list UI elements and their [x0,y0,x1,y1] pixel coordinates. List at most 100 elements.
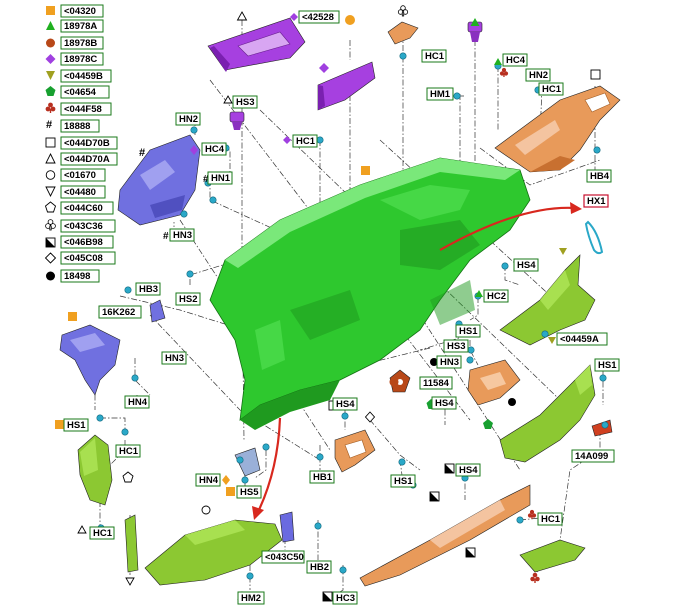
legend-code: 18978A [64,21,97,32]
olive-lower-left-panel[interactable] [144,519,283,586]
orange-right-small-bracket[interactable] [467,359,521,406]
svg-text:HC1: HC1 [93,528,113,539]
svg-text:HC2: HC2 [487,291,506,302]
blue-left-bracket[interactable] [117,134,201,226]
callout[interactable]: <043C50 [261,550,305,564]
main-dashboard-panel[interactable] [209,157,531,430]
callout[interactable]: HX1 [583,194,609,208]
club-icon [499,67,509,77]
callout[interactable]: HN3 [169,228,195,242]
callout[interactable]: HM1 [426,87,454,101]
callout[interactable]: HC1 [89,526,115,540]
callout[interactable]: <04459A [556,332,608,346]
orange-lower-trim[interactable] [359,484,531,587]
callout[interactable]: HS4 [455,463,481,477]
club-outline-icon [45,219,56,231]
svg-text:HS1: HS1 [459,326,478,337]
callout[interactable]: 16K262 [98,305,142,319]
callout[interactable]: HS2 [175,292,201,306]
callout[interactable]: HS1 [455,324,481,338]
callout[interactable]: HC2 [483,289,509,303]
diamond-icon [45,54,56,64]
callout[interactable]: HS5 [236,485,262,499]
callout[interactable]: 14A099 [571,449,615,463]
legend-item: <043C36 [45,219,116,233]
olive-left-end-panel[interactable] [77,434,113,506]
callout[interactable]: HN3 [161,351,187,365]
callout[interactable]: HC4 [201,142,227,156]
brown-part-11584[interactable] [389,369,411,393]
callout[interactable]: HN3 [436,355,462,369]
olive-vertical-strip[interactable] [124,514,139,573]
callout[interactable]: HC3 [332,591,358,605]
red-arrow-hx1 [439,202,582,251]
svg-text:HN3: HN3 [440,357,459,368]
callout[interactable]: HB4 [586,169,612,183]
grey-bracket-hn4[interactable] [234,447,261,477]
callout[interactable]: HS1 [594,358,620,372]
callout[interactable]: HC1 [537,512,563,526]
legend-code: <04480 [64,187,96,198]
callout[interactable]: HS1 [390,474,416,488]
callout[interactable]: HC1 [115,444,141,458]
blue-small-bracket[interactable] [149,299,166,323]
callout[interactable]: HB2 [306,560,332,574]
callout[interactable]: HC1 [421,49,447,63]
legend-code: <045C08 [64,253,103,264]
svg-text:HS4: HS4 [336,399,355,410]
svg-text:HN4: HN4 [199,475,219,486]
callout[interactable]: HM2 [237,591,265,605]
callout[interactable]: HS3 [232,95,258,109]
triangle-icon [475,290,483,297]
orange-circle-icon [345,15,355,25]
hx1-seal[interactable] [584,220,604,255]
legend-code: <043C36 [64,221,103,232]
orange-top-bracket[interactable] [387,21,419,45]
circle-icon [389,377,399,387]
callout[interactable]: HN2 [525,68,551,82]
callout[interactable]: <42528 [290,10,340,24]
blue-lower-bracket[interactable] [59,324,121,396]
svg-text:HB4: HB4 [590,171,610,182]
red-component-14a099[interactable] [591,419,613,437]
callout[interactable]: HS4 [431,396,457,410]
callout[interactable]: HC4 [502,53,528,67]
circle-outline-icon [45,170,56,180]
callout[interactable]: HS4 [332,397,358,411]
callout[interactable]: HN4 [124,395,150,409]
olive-right-bracket-lower[interactable] [499,364,596,463]
hash-icon: # [139,147,145,159]
svg-text:HB1: HB1 [313,472,333,483]
callout-labels: <42528 HC1 HC4 HN2 HC1 HM1 HS3 HN2 HC4 H… [63,10,620,605]
svg-text:<42528: <42528 [302,12,334,23]
callout[interactable]: HS1 [63,418,89,432]
legend-code: 18888 [64,121,90,132]
svg-text:HS3: HS3 [447,341,465,352]
legend-item: 18978B [46,36,104,50]
purple-speaker-grille[interactable] [317,61,376,111]
callout[interactable]: HB3 [135,282,161,296]
callout[interactable]: HN1 [207,171,233,185]
callout[interactable]: 11584 [419,376,453,390]
olive-low-grille[interactable] [519,539,586,573]
orange-center-bracket[interactable] [334,429,376,473]
legend-code: 18978C [64,54,97,65]
blue-clip-043c50[interactable] [279,511,295,543]
legend-item: <044D70B [45,136,118,150]
callout[interactable]: HN4 [195,473,221,487]
callout[interactable]: HC1 [292,134,318,148]
callout[interactable]: HB1 [309,470,335,484]
svg-text:HC4: HC4 [205,144,225,155]
callout[interactable]: HS3 [443,339,469,353]
half-square-icon [429,491,440,502]
purple-clip[interactable] [229,111,245,130]
callout[interactable]: HC1 [538,82,564,96]
callout[interactable]: HN2 [175,112,201,126]
triangle-outline-icon [45,152,56,164]
callout[interactable]: HS4 [513,258,539,272]
svg-text:HS4: HS4 [435,398,454,409]
legend-item: <04459B [46,69,112,83]
top-purple-cover[interactable] [207,17,306,72]
orange-right-frame[interactable] [494,85,621,173]
